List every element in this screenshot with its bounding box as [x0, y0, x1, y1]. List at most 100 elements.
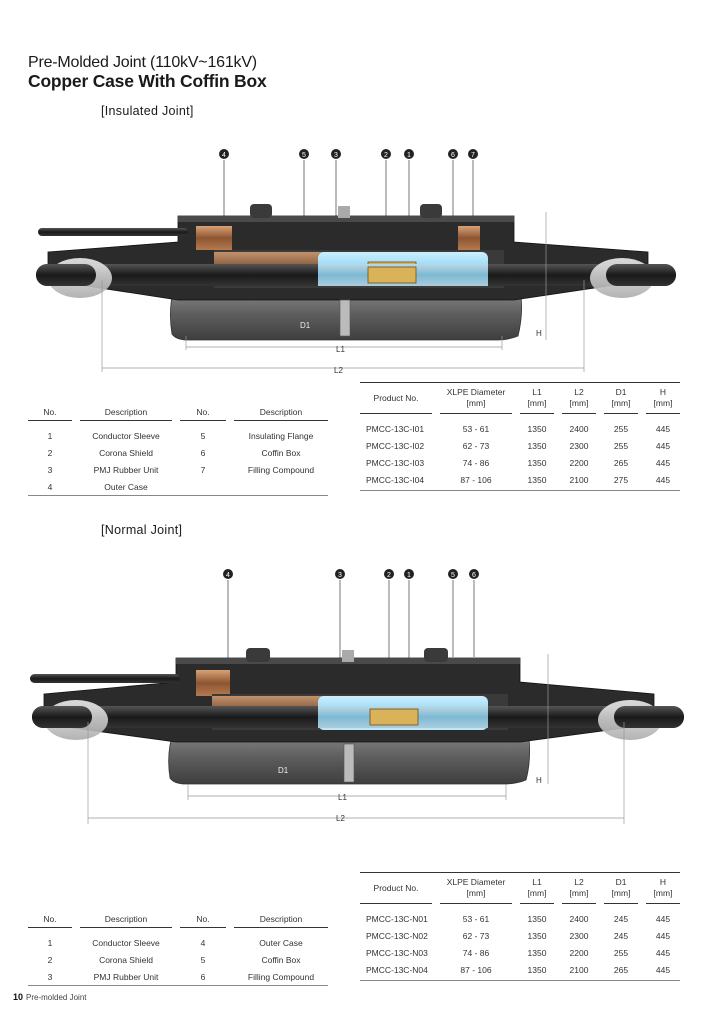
cell: 2200 — [569, 947, 589, 958]
cell: 2300 — [569, 440, 589, 451]
page-number: 10 — [13, 992, 24, 1002]
legend-header: No. — [180, 397, 226, 421]
cell: 1350 — [520, 961, 554, 981]
cell: 5 — [200, 954, 206, 965]
insulated-spec-table: Product No. XLPE Diameter[mm] L1[mm] L2[… — [360, 382, 680, 491]
cell: 74 - 86 — [462, 457, 490, 468]
cell: 74 - 86 — [462, 947, 490, 958]
dim-l1: L1 — [338, 793, 347, 802]
cell: 2300 — [569, 930, 589, 941]
insulated-legend-table: No. Description No. Description 1 Conduc… — [28, 397, 328, 496]
top-bolt — [420, 204, 442, 218]
cell: 3 — [47, 464, 53, 475]
cell: 445 — [655, 947, 671, 958]
callout-label: 4 — [226, 572, 230, 579]
cell: 445 — [646, 471, 680, 491]
callout-marker — [219, 149, 229, 159]
cell: 2100 — [562, 471, 596, 491]
table-row: 2 Corona Shield 6 Coffin Box — [28, 444, 328, 461]
cell: 7 — [200, 464, 206, 475]
cell: 5 — [200, 430, 206, 441]
top-bolt — [424, 648, 448, 662]
normal-spec-table: Product No. XLPE Diameter[mm] L1[mm] L2[… — [360, 872, 680, 981]
table-row: PMCC-13C-I04 87 - 106 1350 2100 275 445 — [360, 471, 680, 491]
spec-header: XLPE Diameter[mm] — [440, 382, 512, 414]
table-row: PMCC-13C-I03 74 - 86 1350 2200 265 445 — [360, 454, 680, 471]
legend-header: Description — [80, 904, 172, 928]
cell: 1350 — [527, 423, 547, 434]
cell: 2100 — [562, 961, 596, 981]
cell: 2200 — [569, 457, 589, 468]
table-row: 4 Outer Case — [28, 478, 328, 496]
flange-bolt — [339, 299, 351, 337]
spec-header: L2[mm] — [562, 382, 596, 414]
cell: 6 — [200, 447, 206, 458]
callout-marker — [299, 149, 309, 159]
dim-l1: L1 — [336, 345, 345, 354]
normal-joint-figure: 4 3 2 1 5 6 — [28, 562, 696, 828]
cell: 255 — [613, 947, 629, 958]
page-title: Copper Case With Coffin Box — [28, 71, 267, 91]
cell: 62 - 73 — [462, 440, 490, 451]
cell: PMCC-13C-I04 — [360, 471, 432, 491]
top-bolt — [246, 648, 270, 662]
dim-h: H — [536, 329, 542, 338]
spec-header: Product No. — [360, 872, 432, 904]
callout-marker — [404, 149, 414, 159]
copper-terminal — [196, 670, 230, 696]
normal-legend-table: No. Description No. Description 1 Conduc… — [28, 904, 328, 986]
cell: 2400 — [569, 913, 589, 924]
cell: Corona Shield — [99, 447, 153, 458]
cell: PMCC-13C-I03 — [366, 457, 425, 468]
callout-marker — [448, 149, 458, 159]
top-bolt — [250, 204, 272, 218]
callout-marker — [335, 569, 345, 579]
callout-label: 4 — [222, 152, 226, 159]
footer-label: Pre-molded Joint — [26, 993, 87, 1002]
cell: PMCC-13C-N02 — [366, 930, 428, 941]
copper-terminal — [196, 226, 232, 250]
cell: 2400 — [569, 423, 589, 434]
cell: 53 - 61 — [462, 913, 490, 924]
cell: PMJ Rubber Unit — [80, 968, 172, 986]
cell: Conductor Sleeve — [92, 937, 160, 948]
cell: 275 — [604, 471, 638, 491]
spec-header: Product No. — [360, 382, 432, 414]
cell: 2 — [47, 954, 53, 965]
cell: 255 — [613, 440, 629, 451]
dim-d1: D1 — [278, 766, 289, 775]
insulated-joint-drawing: 4 5 3 2 1 6 7 — [36, 149, 676, 375]
cell: 3 — [28, 968, 72, 986]
table-row: 1 Conductor Sleeve 4 Outer Case — [28, 928, 328, 952]
copper-terminal — [458, 226, 480, 250]
callout-marker — [381, 149, 391, 159]
cell: Filling Compound — [234, 968, 328, 986]
table-row: 3 PMJ Rubber Unit 7 Filling Compound — [28, 461, 328, 478]
cell: Coffin Box — [261, 447, 301, 458]
callout-markers: 4 5 3 2 1 6 7 — [219, 149, 478, 159]
cell: 445 — [655, 423, 671, 434]
table-row: PMCC-13C-N01 53 - 61 1350 2400 245 445 — [360, 904, 680, 928]
normal-joint-drawing: 4 3 2 1 5 6 — [30, 569, 684, 824]
cell: Corona Shield — [99, 954, 153, 965]
cell: 1 — [47, 430, 53, 441]
callout-marker — [384, 569, 394, 579]
callout-markers: 4 3 2 1 5 6 — [223, 569, 479, 579]
insulated-joint-heading: [Insulated Joint] — [101, 104, 194, 118]
cell: 4 — [200, 937, 206, 948]
callout-label: 5 — [302, 152, 306, 159]
cell: Filling Compound — [247, 464, 315, 475]
dim-h: H — [536, 776, 542, 785]
cell: Outer Case — [259, 937, 303, 948]
conductor-sleeve — [369, 708, 419, 726]
cell: PMCC-13C-I01 — [366, 423, 425, 434]
cell: 2 — [47, 447, 53, 458]
table-row: PMCC-13C-N04 87 - 106 1350 2100 265 445 — [360, 961, 680, 981]
cell: 1350 — [527, 440, 547, 451]
insulated-joint-figure: 4 5 3 2 1 6 7 — [28, 140, 696, 380]
cell: 245 — [613, 913, 629, 924]
callout-label: 7 — [471, 152, 475, 159]
callout-label: 2 — [387, 572, 391, 579]
page-subtitle: Pre-Molded Joint (110kV~161kV) — [28, 54, 257, 71]
callout-marker — [468, 149, 478, 159]
